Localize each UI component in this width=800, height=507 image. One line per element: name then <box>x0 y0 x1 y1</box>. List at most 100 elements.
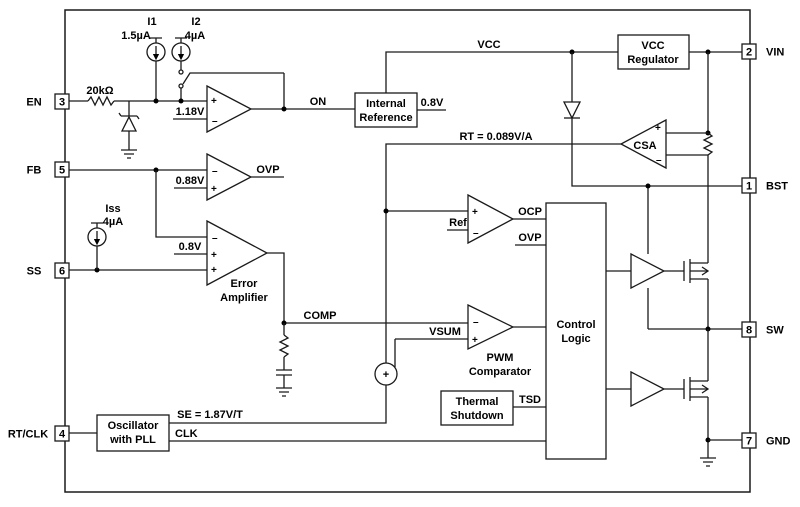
pin-rtclk-number: 4 <box>59 429 66 441</box>
error-amp-line1: Error <box>231 278 259 290</box>
tsd-label: TSD <box>519 394 541 406</box>
rt-gain-label: RT = 0.089V/A <box>459 131 532 143</box>
pin-bst: 1 BST <box>741 177 788 194</box>
csa-label: CSA <box>633 140 656 152</box>
pin-rtclk-label: RT/CLK <box>8 429 48 441</box>
svg-text:–: – <box>212 116 218 127</box>
ovp-out-label: OVP <box>256 164 279 176</box>
pin-gnd-label: GND <box>766 436 791 448</box>
ic-outline <box>64 9 751 493</box>
ground-en <box>121 149 137 159</box>
csa-amplifier: CSA + – RT = 0.089V/A <box>385 118 708 363</box>
thermal-line1: Thermal <box>456 396 499 408</box>
thermal-shutdown-block: Thermal Shutdown TSD <box>440 390 546 426</box>
ocp-ref-label: Ref <box>449 217 467 229</box>
ocp-out-label: OCP <box>518 206 542 218</box>
current-source-iss: Iss 4µA <box>87 203 123 270</box>
i2-name: I2 <box>191 16 200 28</box>
sense-resistor-symbol <box>702 132 714 156</box>
oscillator-line1: Oscillator <box>108 420 159 432</box>
pin-bst-label: BST <box>766 181 788 193</box>
ea-ref-voltage: 0.8V <box>179 241 202 253</box>
pin-vin-number: 2 <box>746 47 752 59</box>
pin-en: 3 EN <box>26 93 70 110</box>
pin-sw-number: 8 <box>746 325 752 337</box>
oscillator-line2: with PLL <box>109 434 156 446</box>
control-logic-line1: Control <box>556 319 595 331</box>
ovp-in-label: OVP <box>518 232 541 244</box>
svg-text:+: + <box>211 250 217 261</box>
pin-rtclk: 4 RT/CLK <box>8 425 70 442</box>
pin-fb-label: FB <box>27 165 42 177</box>
iss-value: 4µA <box>103 216 123 228</box>
svg-text:–: – <box>473 228 479 239</box>
pin-vin: 2 VIN <box>741 43 784 60</box>
pin-ss-label: SS <box>27 266 42 278</box>
i1-name: I1 <box>147 16 156 28</box>
resistor-20k-symbol <box>87 95 115 107</box>
pin-en-number: 3 <box>59 97 65 109</box>
svg-text:+: + <box>655 123 661 134</box>
vcc-regulator-block: VCC Regulator <box>617 34 742 70</box>
ovp-comparator: – + 0.88V OVP <box>69 152 284 202</box>
pin-gnd: 7 GND <box>741 432 791 449</box>
ref-out-label: 0.8V <box>421 97 444 109</box>
clk-label: CLK <box>175 428 198 440</box>
pin-sw: 8 SW <box>741 321 784 338</box>
svg-text:+: + <box>472 335 478 346</box>
internal-reference-block: Internal Reference 0.8V VCC <box>354 39 618 128</box>
error-amp-line2: Amplifier <box>220 292 268 304</box>
slope-label: SE = 1.87V/T <box>177 409 243 421</box>
low-side-fet <box>683 329 710 458</box>
pwm-line2: Comparator <box>469 366 532 378</box>
iss-name: Iss <box>105 203 120 215</box>
svg-text:–: – <box>656 155 662 166</box>
i1-value: 1.5µA <box>121 30 151 42</box>
comp-rc-network <box>276 323 292 397</box>
svg-text:–: – <box>473 317 479 328</box>
vcc-label: VCC <box>477 39 500 51</box>
high-side-fet <box>683 259 710 329</box>
vin-rail <box>702 49 714 263</box>
svg-text:+: + <box>211 96 217 107</box>
comp-label: COMP <box>304 310 337 322</box>
oscillator-block: Oscillator with PLL CLK <box>69 414 546 452</box>
svg-text:+: + <box>472 207 478 218</box>
pin-fb: 5 FB <box>27 161 70 178</box>
thermal-line2: Shutdown <box>450 410 503 422</box>
internal-reference-line1: Internal <box>366 98 406 110</box>
control-logic-block: Control Logic <box>545 202 607 460</box>
vcc-regulator-line2: Regulator <box>627 54 679 66</box>
error-amplifier: – + + 0.8V Error Amplifier COMP <box>69 170 468 326</box>
vsum-label: VSUM <box>429 326 461 338</box>
pwm-line1: PWM <box>487 352 514 364</box>
switch-i2 <box>182 72 284 85</box>
pin-fb-number: 5 <box>59 165 65 177</box>
high-side-driver <box>606 183 684 329</box>
pin-sw-label: SW <box>766 325 784 337</box>
svg-text:–: – <box>212 233 218 244</box>
pin-gnd-number: 7 <box>746 436 752 448</box>
vcc-regulator-line1: VCC <box>641 40 664 52</box>
en-ref-voltage: 1.18V <box>176 106 205 118</box>
on-signal-label: ON <box>310 96 327 108</box>
ovp-ref-voltage: 0.88V <box>176 175 205 187</box>
summing-junction: + SE = 1.87V/T <box>169 339 398 424</box>
svg-text:+: + <box>211 265 217 276</box>
pwm-comparator: – + VSUM PWM Comparator <box>395 303 546 378</box>
ocp-comparator: + – Ref OCP OVP <box>383 193 546 246</box>
pin-ss: 6 SS <box>27 262 70 279</box>
i2-value: 4µA <box>185 30 205 42</box>
pin-bst-number: 1 <box>746 181 752 193</box>
internal-reference-line2: Reference <box>359 112 412 124</box>
bootstrap-diode <box>562 49 742 187</box>
summer-sign: + <box>383 369 389 381</box>
pin-ss-number: 6 <box>59 266 65 278</box>
svg-text:+: + <box>211 184 217 195</box>
en-wiring: 20kΩ I1 1.5µA I2 4µA <box>69 16 284 159</box>
svg-text:–: – <box>212 166 218 177</box>
control-logic-line2: Logic <box>561 333 590 345</box>
pin-vin-label: VIN <box>766 47 784 59</box>
resistor-20k-label: 20kΩ <box>86 85 113 97</box>
